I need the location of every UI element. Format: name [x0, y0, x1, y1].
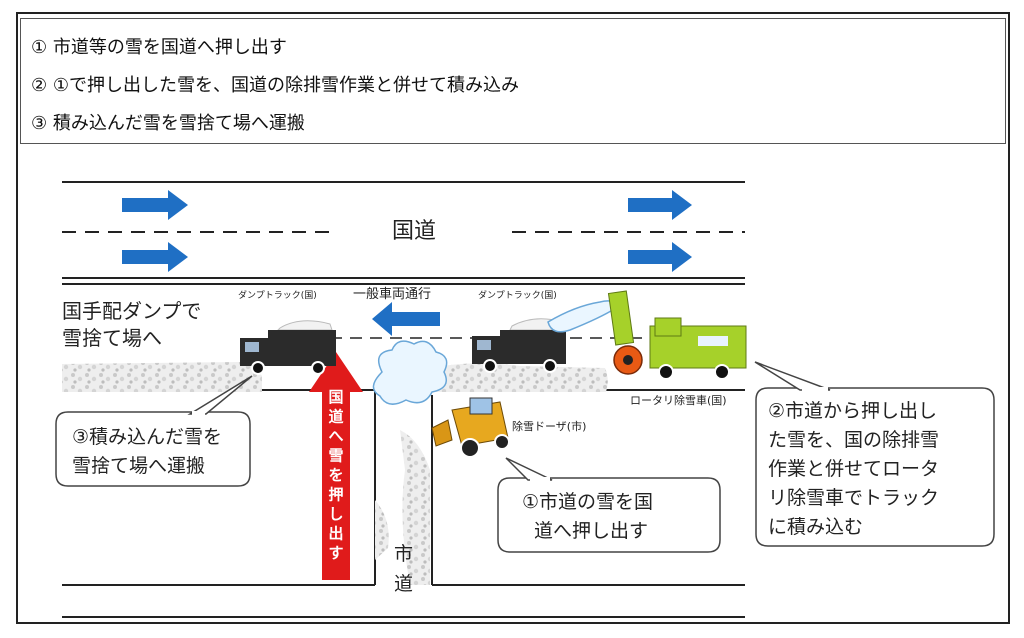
callout-2-line-4: リ除雪車でトラック	[768, 487, 939, 509]
flow-arrow-icon	[122, 190, 188, 220]
push-arrow-char: 道	[328, 408, 343, 426]
push-arrow-icon	[309, 352, 363, 580]
dump-truck-left-icon	[240, 320, 336, 375]
callout-3-line-1: ③積み込んだ雪を	[72, 426, 222, 448]
rotary-snowplow-icon	[607, 290, 747, 380]
traffic-label: 一般車両通行	[353, 286, 431, 302]
rotary-label: ロータリ除雪車(国)	[630, 393, 727, 407]
callout-1-pointer	[505, 457, 553, 481]
snow-pile-city-edge	[375, 500, 389, 560]
push-arrow-char: 雪	[328, 447, 343, 465]
snow-pile-city-road	[400, 430, 430, 585]
callout-2-line-2: た雪を、国の除排雪	[768, 429, 939, 451]
city-road-label-1: 市	[394, 543, 413, 565]
callout-1-line-2: 道へ押し出す	[534, 520, 648, 542]
push-arrow-char: へ	[328, 427, 343, 445]
snow-dozer-icon	[431, 397, 510, 458]
flow-arrow-icon	[628, 242, 692, 272]
flow-arrow-icon	[628, 190, 692, 220]
callout-2-line-5: に積み込む	[768, 516, 863, 538]
push-arrow-char: 出	[328, 525, 343, 543]
snow-spray-icon	[547, 300, 617, 333]
callout-1-bubble	[497, 477, 721, 553]
dump-truck-left-label: ダンプトラック(国)	[238, 289, 317, 301]
snow-pile-left	[62, 362, 262, 392]
callout-2-line-1: ②市道から押し出し	[768, 400, 937, 422]
callout-2-bubble	[755, 387, 995, 547]
traffic-arrow-icon	[372, 302, 440, 336]
push-arrow-char: し	[328, 505, 343, 523]
callout-3-bubble	[55, 411, 251, 487]
callout-1-line-1: ①市道の雪を国	[522, 491, 653, 513]
flow-arrow-icon	[122, 242, 188, 272]
step-1: ① 市道等の雪を国道へ押し出す	[31, 37, 287, 58]
flow-arrows	[122, 190, 692, 336]
callout-3-line-2: 雪捨て場へ運搬	[72, 455, 205, 477]
push-arrow-char: 押	[328, 486, 343, 504]
national-road-label: 国道	[392, 219, 436, 244]
step-3: ③ 積み込んだ雪を雪捨て場へ運搬	[31, 113, 305, 134]
push-arrow-char: を	[328, 466, 343, 484]
snow-cloud-icon	[372, 340, 448, 405]
dozer-label: 除雪ドーザ(市)	[512, 419, 586, 433]
city-road-label-2: 道	[394, 573, 413, 595]
callout-2-pointer	[754, 361, 831, 391]
side-label-line-2: 雪捨て場へ	[62, 326, 162, 350]
dump-truck-right-label: ダンプトラック(国)	[478, 289, 557, 301]
push-arrow-char: す	[328, 544, 343, 562]
side-label-line-1: 国手配ダンプで	[62, 299, 201, 323]
snow-pile-right	[432, 363, 608, 392]
push-arrow-char: 国	[328, 388, 343, 406]
callout-2-line-3: 作業と併せてロータ	[768, 458, 939, 480]
steps-box: ① 市道等の雪を国道へ押し出す ② ①で押し出した雪を、国道の除排雪作業と併せて…	[20, 18, 1006, 144]
step-2: ② ①で押し出した雪を、国道の除排雪作業と併せて積み込み	[31, 75, 519, 96]
